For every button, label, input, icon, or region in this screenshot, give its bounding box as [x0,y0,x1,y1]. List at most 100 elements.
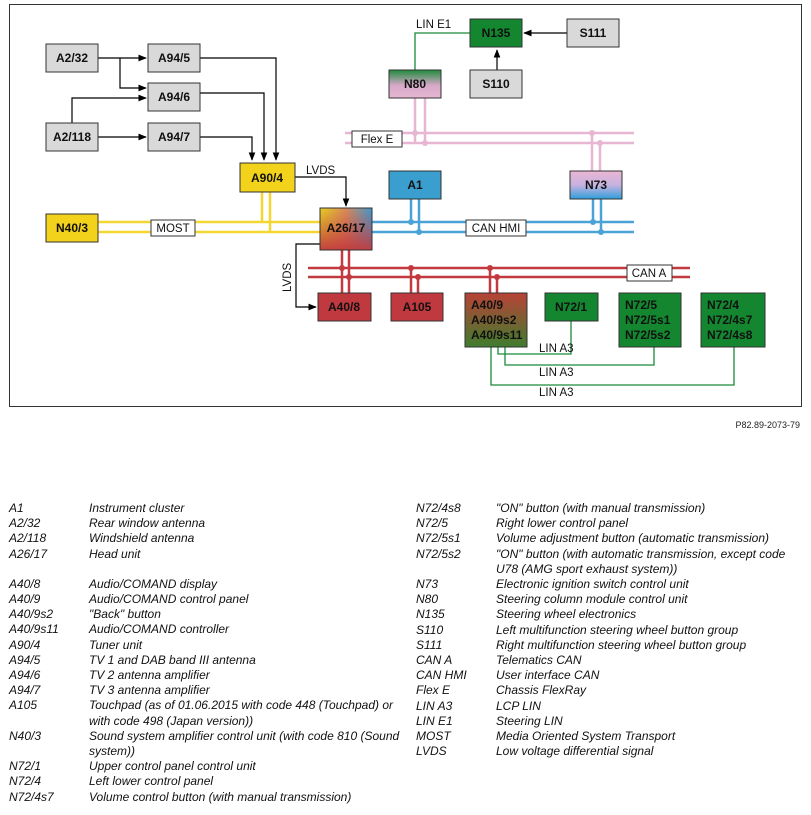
legend-code: N72/5s1 [416,531,461,546]
box-a94-7: A94/7 [147,122,201,152]
box-a40-8: A40/8 [317,292,372,322]
flex-e-junctions [412,130,603,146]
legend-row: A90/4 Tuner unit [9,638,405,653]
legend-description: TV 2 antenna amplifier [89,668,210,683]
legend-description: "ON" button (with automatic transmission… [496,546,786,576]
svg-text:A94/5: A94/5 [158,51,190,65]
legend-row: N72/4s8"ON" button (with manual transmis… [416,501,806,516]
legend-code: MOST [416,729,451,744]
most-bus [98,192,320,234]
svg-text:A40/9s11: A40/9s11 [471,328,523,342]
svg-text:S110: S110 [482,77,510,91]
legend-description: User interface CAN [496,668,600,683]
lin-e1-label: LIN E1 [416,19,451,31]
legend-code: A40/9s2 [9,607,54,622]
legend-description: Sound system amplifier control unit (wit… [89,728,400,759]
legend-code: LVDS [416,744,447,759]
legend-description: Low voltage differential signal [496,744,654,759]
can-a-junctions [339,265,500,280]
legend-description: Electronic ignition switch control unit [496,577,689,592]
legend-description: Rear window antenna [89,516,206,531]
legend-row: N40/3 Sound system amplifier control unit… [9,729,405,759]
legend-code: A26/17 [9,546,48,561]
legend-spacer [9,562,405,577]
legend-row: A94/5 TV 1 and DAB band III antenna [9,653,405,668]
legend-code: LIN A3 [416,698,453,713]
svg-text:A105: A105 [403,300,432,314]
legend-code: A90/4 [9,637,41,652]
svg-text:A40/8: A40/8 [328,300,360,314]
svg-text:MOST: MOST [156,223,189,235]
svg-text:S111: S111 [580,26,607,40]
legend-code: N72/5s2 [416,546,461,561]
can-hmi-junctions [408,219,604,235]
legend-code: Flex E [416,683,451,698]
legend-description: Right lower control panel [496,516,629,531]
diagram-frame [9,4,802,407]
box-a2-32: A2/32 [45,43,99,73]
legend-description: Volume control button (with manual trans… [89,789,352,804]
svg-text:CAN HMI: CAN HMI [472,223,521,235]
legend-description: Volume adjustment button (automatic tran… [496,531,770,546]
box-n80: N80 [388,69,442,99]
legend-right: N72/4s8"ON" button (with manual transmis… [416,501,806,759]
svg-text:Flex E: Flex E [361,134,394,146]
legend-description: Head unit [89,546,141,561]
svg-text:A94/7: A94/7 [158,130,190,144]
box-a40-9: A40/9 A40/9s2 A40/9s11 [464,292,528,348]
svg-text:N73: N73 [585,178,607,192]
box-n40-3: N40/3 [45,213,99,243]
box-s110: S110 [469,69,523,99]
box-n135: N135 [469,18,523,48]
legend-description: Media Oriented System Transport [496,729,676,744]
legend-description: TV 3 antenna amplifier [89,683,210,698]
box-n72-5: N72/5 N72/5s1 N72/5s2 [618,292,682,348]
legend-description: Audio/COMAND controller [89,622,230,637]
svg-text:A40/9: A40/9 [471,298,503,312]
box-a105: A105 [390,292,444,322]
legend-code: N135 [416,607,445,622]
svg-text:N72/5s2: N72/5s2 [625,328,671,342]
legend-description: Telematics CAN [496,653,582,668]
legend-code: A2/118 [9,531,47,546]
box-n72-4: N72/4 N72/4s7 N72/4s8 [700,292,766,348]
legend-description: Tuner unit [89,637,143,652]
legend-description: Upper control panel control unit [89,759,256,774]
legend-description: TV 1 and DAB band III antenna [89,652,256,667]
svg-text:N135: N135 [482,26,511,40]
box-a94-6: A94/6 [147,82,201,112]
figure-reference: P82.89-2073-79 [735,420,800,430]
lin-a3-label-3: LIN A3 [539,387,574,399]
legend-code: A40/8 [9,576,41,591]
legend-code: N40/3 [9,728,42,743]
legend-code: A94/5 [9,652,41,667]
legend-code: A2/32 [9,516,41,531]
legend-code: N72/4 [9,774,42,789]
network-diagram: LIN E1 Flex E LVDS MOST CAN HMI CAN A LV… [9,4,802,407]
lin-a3-label-1: LIN A3 [539,343,574,355]
legend-row: A2/32 Rear window antenna [9,516,405,531]
legend-row: N72/5s2 "ON" button (with automatic trans… [416,547,806,577]
svg-text:A2/32: A2/32 [56,51,88,65]
legend-code: LIN E1 [416,713,453,728]
svg-text:N72/5s1: N72/5s1 [625,313,671,327]
legend-description: "Back" button [89,607,161,622]
